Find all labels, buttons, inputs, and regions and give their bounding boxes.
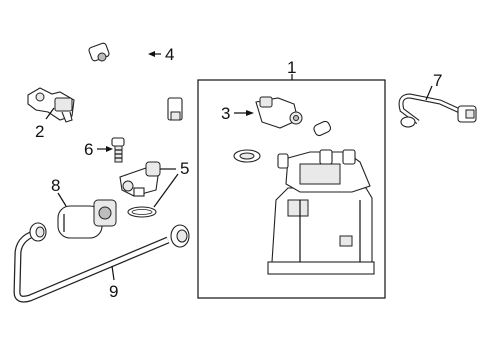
canister-valve-part	[255, 96, 332, 137]
leader-8	[57, 192, 67, 207]
arrow-6	[106, 146, 113, 152]
wiring-harness-part	[398, 93, 477, 128]
callout-4: 4	[165, 45, 174, 64]
arrow-4	[148, 51, 155, 57]
leader-7	[425, 85, 433, 101]
callout-8: 8	[51, 176, 60, 195]
callout-7: 7	[433, 71, 442, 90]
evap-canister-part	[233, 149, 375, 275]
callout-5: 5	[180, 159, 189, 178]
bolt-part	[111, 137, 125, 163]
leader-5b	[153, 173, 179, 208]
vent-hose-part	[13, 222, 190, 303]
sensor-bracket-part	[27, 87, 75, 123]
leader-2	[45, 107, 55, 120]
callout-2: 2	[35, 122, 44, 141]
arrow-3	[246, 110, 254, 116]
leader-9	[111, 265, 115, 281]
callout-6: 6	[84, 140, 93, 159]
vacuum-hose-part	[88, 32, 183, 121]
callout-3: 3	[221, 104, 230, 123]
callout-9: 9	[109, 282, 118, 301]
callout-1: 1	[287, 58, 296, 77]
vent-solenoid-part	[57, 199, 117, 239]
purge-valve-part	[119, 161, 161, 218]
